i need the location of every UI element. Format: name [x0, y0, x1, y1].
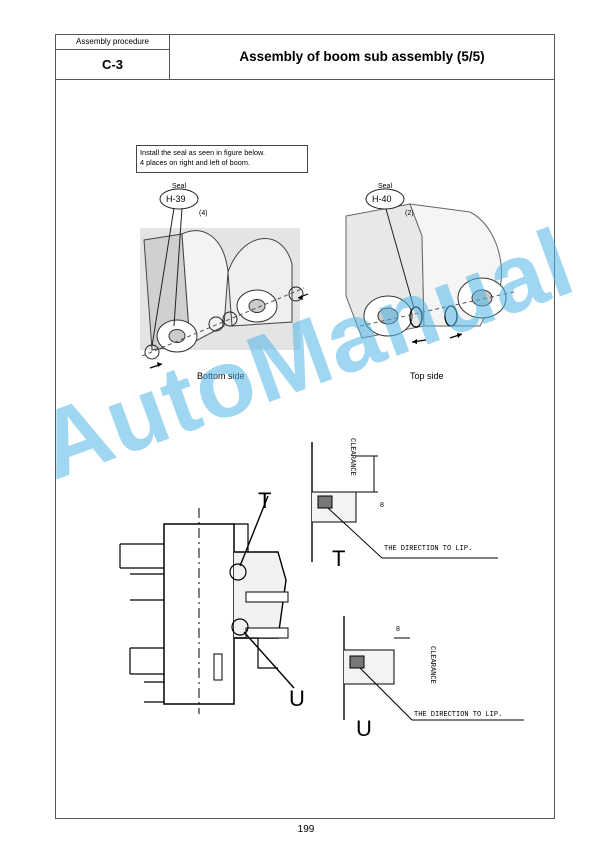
detail-u-dimension: 8	[396, 626, 400, 633]
seal-ring-2	[208, 316, 224, 332]
seal-location-u	[231, 618, 249, 636]
top-insert-arrowhead-1	[412, 339, 417, 344]
detail-u-marker: U	[356, 716, 372, 741]
section-drawing	[119, 495, 295, 714]
part-code-oval	[159, 188, 199, 210]
bushing-upper	[245, 591, 289, 603]
top-seal-ring-1	[409, 306, 423, 328]
detail-u-seal	[349, 655, 365, 669]
seal-ring-3	[222, 311, 238, 327]
top-part-code-oval	[365, 188, 405, 210]
part-code-bottom: H-39	[166, 194, 186, 204]
detail-u-drawing	[343, 616, 524, 721]
lower-left-plate	[129, 647, 164, 675]
section-marker-u: U	[289, 686, 305, 711]
detail-t-leader	[327, 507, 383, 559]
page-title: Assembly of boom sub assembly (5/5)	[239, 49, 485, 64]
seal-ring-4	[288, 286, 304, 302]
part-code-top: H-40	[372, 194, 392, 204]
instruction-note: Install the seal as seen in figure below…	[136, 145, 308, 173]
detail-t-seal	[317, 495, 333, 509]
seal-label-bottom: Seal	[172, 183, 187, 190]
detail-u-leader	[359, 667, 413, 721]
upper-left-flange	[119, 543, 164, 569]
top-insert-arrowhead-2	[457, 333, 462, 338]
marker-u-leader	[243, 631, 295, 689]
seal-label-top: Seal	[378, 183, 393, 190]
detail-t-dimension: 8	[380, 502, 384, 509]
top-boss-left-bore	[377, 307, 399, 325]
procedure-code: C-3	[102, 57, 123, 72]
detail-t-drawing	[311, 442, 498, 562]
top-leader-line	[385, 208, 415, 309]
quantity-top: (2)	[405, 210, 414, 217]
page-number: 199	[297, 824, 315, 835]
boss-right-bore	[248, 299, 266, 313]
upper-left-plate	[130, 573, 164, 601]
top-side-figure	[345, 188, 515, 344]
seal-location-t	[229, 563, 247, 581]
caption-top-side: Top side	[410, 371, 444, 381]
header-row: Assembly procedure C-3 Assembly of boom …	[56, 35, 554, 80]
detail-t-marker: T	[332, 546, 346, 571]
leader-line-1	[151, 207, 175, 347]
procedure-cell: Assembly procedure C-3	[56, 35, 170, 79]
detail-t-direction-note: THE DIRECTION TO LIP.	[384, 545, 473, 553]
caption-bottom-side: Bottom side	[197, 371, 245, 381]
marker-t-leader	[239, 495, 269, 567]
top-boss-right-bore	[471, 289, 493, 307]
top-plate-edge	[234, 523, 249, 552]
detail-u-direction-note: THE DIRECTION TO LIP.	[414, 711, 503, 719]
detail-u-clearance: CLEARANCE	[428, 646, 436, 684]
axis-line	[141, 287, 305, 357]
lower-plate-edge	[234, 637, 278, 669]
leader-line-2	[173, 207, 183, 327]
page-frame: Assembly procedure C-3 Assembly of boom …	[55, 34, 555, 819]
top-axis-line	[359, 291, 515, 327]
section-marker-t: T	[258, 488, 272, 513]
lower-left-flange	[144, 681, 164, 703]
insert-arrowhead-2	[298, 295, 303, 300]
bushing-lower	[245, 627, 289, 639]
procedure-label: Assembly procedure	[56, 35, 169, 50]
quantity-bottom: (4)	[199, 210, 208, 217]
instruction-line-1: Install the seal as seen in figure below…	[140, 148, 265, 157]
detail-t-clearance: CLEARANCE	[348, 438, 356, 476]
instruction-line-2: 4 places on right and left of boom.	[140, 158, 250, 167]
boom-bottom-body	[181, 230, 229, 345]
grease-fitting	[213, 653, 223, 681]
bottom-side-figure	[140, 188, 309, 369]
insert-arrowhead-1	[157, 362, 162, 367]
